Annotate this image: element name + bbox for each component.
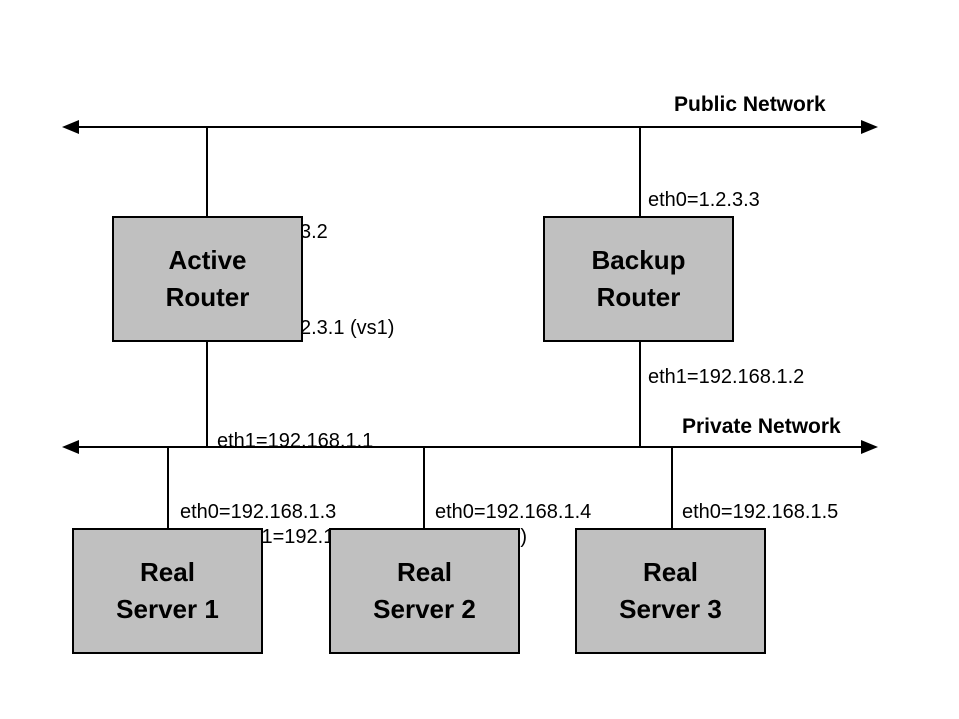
real-server-2-eth0-label: eth0=192.168.1.4 — [435, 501, 592, 523]
backup-eth1-label: eth1=192.168.1.2 — [648, 366, 805, 388]
backup-router-name-line1: Backup — [591, 245, 686, 275]
public-network-bus-line — [74, 126, 866, 128]
active-router-box: Active Router — [112, 216, 303, 342]
public-bus-arrow-right-icon — [861, 120, 878, 134]
backup-router-private-link-line — [639, 342, 641, 447]
real-server-2-link-line — [423, 447, 425, 528]
private-bus-arrow-left-icon — [62, 440, 79, 454]
private-network-label: Private Network — [682, 415, 841, 438]
real-server-3-box: Real Server 3 — [575, 528, 766, 654]
real-server-1-name-line1: Real — [140, 557, 195, 587]
active-eth1-label: eth1=192.168.1.1 — [217, 430, 374, 452]
private-bus-arrow-right-icon — [861, 440, 878, 454]
public-network-label: Public Network — [674, 93, 826, 116]
active-router-name-line2: Router — [165, 282, 250, 312]
real-server-2-name-line1: Real — [397, 557, 452, 587]
real-server-3-name-line1: Real — [643, 557, 698, 587]
real-server-2-name-line2: Server 2 — [373, 594, 476, 624]
active-router-public-link-line — [206, 127, 208, 216]
active-router-name-line1: Active — [168, 245, 247, 275]
real-server-3-name-line2: Server 3 — [619, 594, 722, 624]
backup-router-name-line2: Router — [596, 282, 681, 312]
active-router-private-link-line — [206, 342, 208, 447]
public-bus-arrow-left-icon — [62, 120, 79, 134]
backup-router-public-link-line — [639, 127, 641, 216]
real-server-1-name-line2: Server 1 — [116, 594, 219, 624]
real-server-2-box: Real Server 2 — [329, 528, 520, 654]
private-network-bus-line — [74, 446, 866, 448]
real-server-3-eth0-label: eth0=192.168.1.5 — [682, 501, 839, 523]
real-server-1-box: Real Server 1 — [72, 528, 263, 654]
backup-router-box: Backup Router — [543, 216, 734, 342]
real-server-1-eth0-label: eth0=192.168.1.3 — [180, 501, 337, 523]
backup-eth0-label: eth0=1.2.3.3 — [648, 189, 760, 211]
real-server-3-link-line — [671, 447, 673, 528]
real-server-1-link-line — [167, 447, 169, 528]
